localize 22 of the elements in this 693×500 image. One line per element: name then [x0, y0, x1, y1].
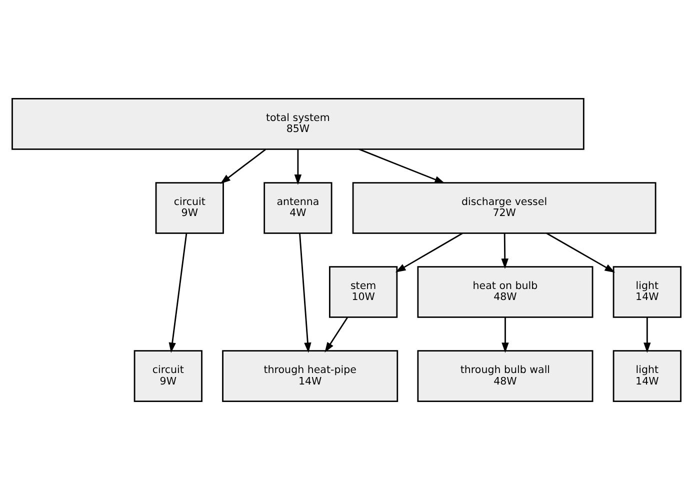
- arrow: [395, 232, 463, 272]
- node-box: through bulb wall 48W: [417, 350, 594, 402]
- arrow: [324, 317, 348, 353]
- arrow: [502, 318, 509, 353]
- node-box: total system 85W: [12, 98, 584, 150]
- node-box: circuit 9W: [155, 182, 224, 234]
- arrow: [358, 148, 445, 184]
- node-box: antenna 4W: [264, 182, 332, 234]
- node-box: stem 10W: [329, 266, 398, 318]
- node-box: discharge vessel 72W: [352, 182, 656, 234]
- arrow: [168, 233, 188, 353]
- arrow: [644, 318, 651, 353]
- arrow: [294, 150, 302, 185]
- node-box: circuit 9W: [134, 350, 202, 402]
- node-box: light 14W: [612, 350, 682, 402]
- node-box: heat on bulb 48W: [417, 266, 594, 318]
- arrow: [546, 232, 616, 273]
- arrow: [220, 148, 266, 184]
- node-box: through heat-pipe 14W: [222, 350, 398, 402]
- node-box: light 14W: [612, 266, 682, 318]
- arrow: [299, 233, 312, 353]
- arrow: [501, 234, 508, 269]
